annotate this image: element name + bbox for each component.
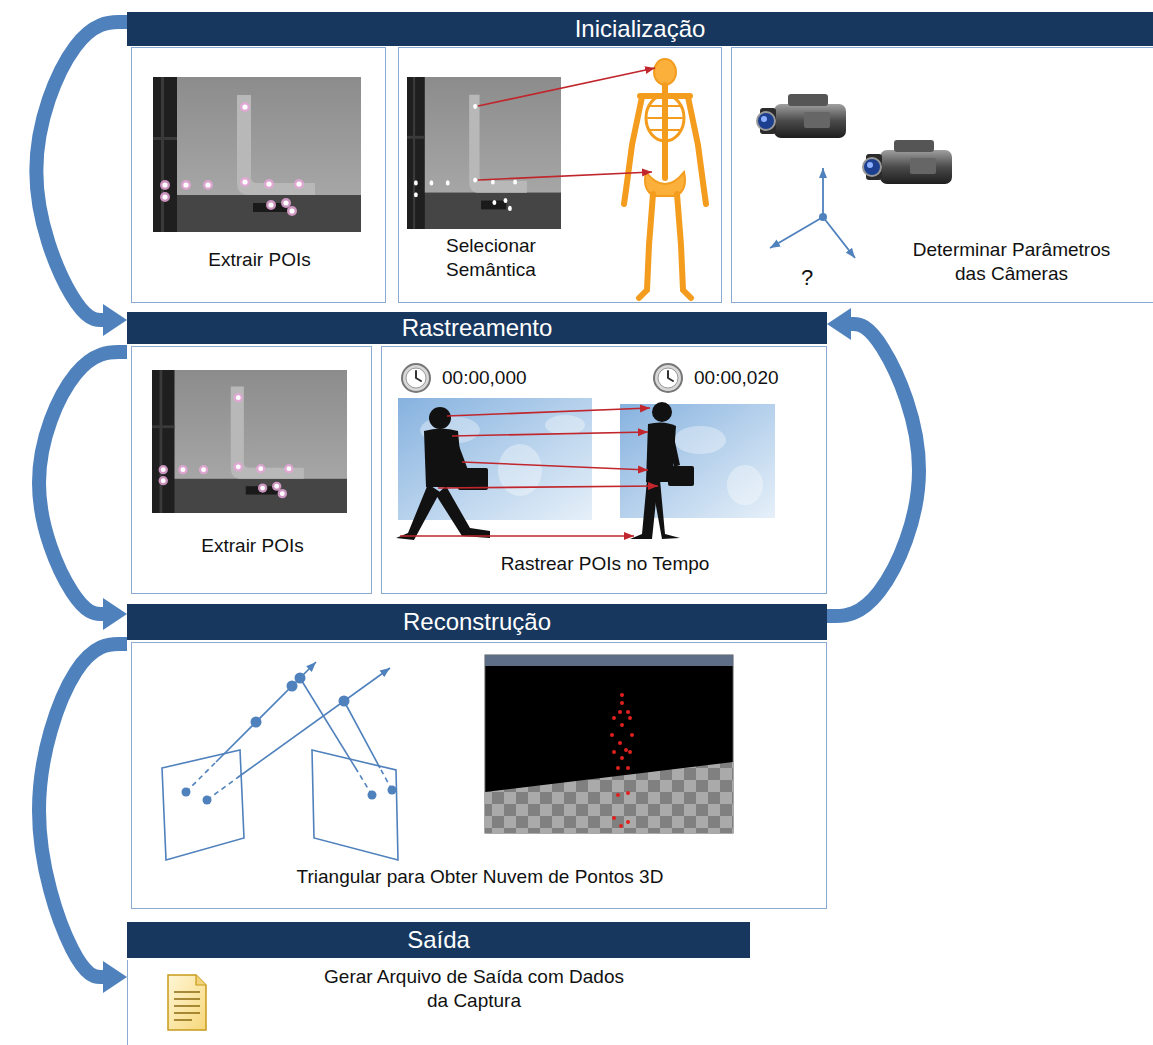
section-heading: Reconstrução	[127, 604, 827, 640]
flow-arrow	[39, 352, 127, 614]
camera-photo	[152, 370, 347, 513]
camcorder	[757, 94, 846, 138]
document-icon	[168, 975, 206, 1030]
stage-section: SaídaGerar Arquivo de Saída com Dados da…	[127, 922, 750, 1045]
step-caption: Gerar Arquivo de Saída com Dados da Capt…	[319, 965, 629, 1013]
step-caption: Extrair POIs	[132, 248, 387, 272]
clock-icon	[654, 364, 682, 392]
flow-arrow	[827, 324, 919, 616]
unknown-mark: ?	[801, 265, 813, 291]
timestamp-label: 00:00,000	[442, 367, 527, 390]
step-caption: Selecionar Semântica	[416, 234, 566, 282]
walking-man	[630, 402, 694, 539]
step-caption: Rastrear POIs no Tempo	[382, 552, 828, 576]
timestamp-label: 00:00,020	[694, 367, 779, 390]
triangulation	[162, 662, 398, 860]
section-heading: Inicialização	[127, 12, 1153, 46]
camera-photo	[153, 77, 361, 232]
section-heading: Saída	[127, 922, 750, 958]
stage-section: RastreamentoExtrair POIsRastrear POIs no…	[127, 312, 827, 594]
point-cloud-viewer	[485, 655, 733, 833]
step-panel: Gerar Arquivo de Saída com Dados da Capt…	[127, 960, 750, 1045]
step-caption: Determinar Parâmetros das Câmeras	[899, 238, 1124, 286]
camcorder	[863, 140, 952, 184]
camera-photo	[407, 77, 561, 229]
step-panel: Determinar Parâmetros das Câmeras	[731, 47, 1153, 303]
stage-section: ReconstruçãoTriangular para Obter Nuvem …	[127, 604, 827, 909]
semantic-arrow	[478, 68, 655, 180]
step-caption: Triangular para Obter Nuvem de Pontos 3D	[132, 865, 828, 889]
step-panel: Triangular para Obter Nuvem de Pontos 3D	[131, 642, 827, 909]
step-panel: Extrair POIs	[131, 346, 372, 594]
flow-arrow	[39, 644, 127, 977]
skeleton	[624, 59, 706, 298]
axes	[770, 168, 855, 258]
clock-icon	[402, 364, 430, 392]
step-panel: Extrair POIs	[131, 47, 386, 303]
step-panel: Selecionar Semântica	[398, 47, 722, 303]
section-heading: Rastreamento	[127, 312, 827, 344]
step-caption: Extrair POIs	[132, 534, 373, 558]
walking-man	[396, 407, 490, 540]
tracking-arrow	[400, 408, 658, 536]
flow-arrow	[36, 22, 127, 320]
stage-section: InicializaçãoExtrair POIs Selecionar Semâ…	[127, 12, 1153, 303]
